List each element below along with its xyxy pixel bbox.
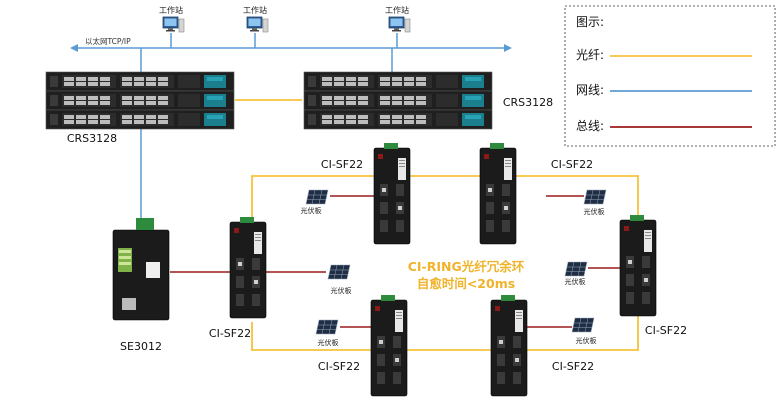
solar-panel-label: 光伏板	[576, 336, 597, 345]
solar-panel-1: 光伏板	[301, 189, 329, 215]
fiber-ring	[251, 175, 639, 351]
ring-title-line1: CI-RING光纤冗余环	[408, 259, 525, 274]
workstation-label: 工作站	[243, 5, 267, 15]
node-top-right: CI-SF22	[479, 142, 593, 245]
switch-stack-right: CRS3128	[303, 71, 553, 130]
solar-panel-3: 光伏板	[327, 264, 352, 295]
node-label: CI-SF22	[321, 158, 363, 171]
ethernet-backbone	[70, 33, 512, 218]
legend-label-ethernet: 网线:	[576, 83, 604, 97]
solar-panel-label: 光伏板	[318, 338, 339, 347]
gateway-se3012: SE3012	[112, 218, 170, 353]
legend-label-bus: 总线:	[576, 119, 604, 133]
solar-panel-6: 光伏板	[571, 317, 597, 345]
solar-panel-label: 光伏板	[584, 207, 605, 216]
ring-title-line2: 自愈时间<20ms	[417, 276, 515, 291]
switch-label: CRS3128	[503, 96, 553, 109]
solar-panel-label: 光伏板	[565, 277, 586, 286]
switch-label: CRS3128	[67, 132, 117, 145]
network-label: 以太网TCP/IP	[85, 36, 131, 46]
node-bottom-left: CI-SF22	[318, 294, 408, 397]
solar-panel-4: 光伏板	[565, 261, 588, 286]
node-label: CI-SF22	[645, 324, 687, 337]
solar-panel-label: 光伏板	[331, 286, 352, 295]
node-top-left: CI-SF22	[321, 142, 411, 245]
workstation-3: 工作站	[385, 5, 411, 33]
bus-lines	[170, 195, 620, 328]
node-label: CI-SF22	[318, 360, 360, 373]
workstation-label: 工作站	[385, 5, 409, 15]
node-bottom-right: CI-SF22	[490, 294, 594, 397]
solar-panel-2: 光伏板	[584, 189, 607, 216]
workstation-label: 工作站	[159, 5, 183, 15]
legend: 图示: 光纤: 网线: 总线:	[564, 5, 776, 147]
legend-title: 图示:	[576, 15, 604, 29]
node-right: CI-SF22	[619, 214, 687, 337]
node-label: CI-SF22	[551, 158, 593, 171]
solar-panel-label: 光伏板	[301, 206, 322, 215]
legend-label-fiber: 光纤:	[576, 48, 604, 62]
switch-stack-left: CRS3128	[45, 71, 235, 145]
solar-panel-5: 光伏板	[315, 319, 339, 347]
node-label: CI-SF22	[552, 360, 594, 373]
workstation-2: 工作站	[243, 5, 269, 33]
node-left: CI-SF22	[209, 216, 267, 340]
node-label: CI-SF22	[209, 327, 251, 340]
workstation-1: 工作站	[159, 5, 185, 33]
gateway-label: SE3012	[120, 340, 162, 353]
